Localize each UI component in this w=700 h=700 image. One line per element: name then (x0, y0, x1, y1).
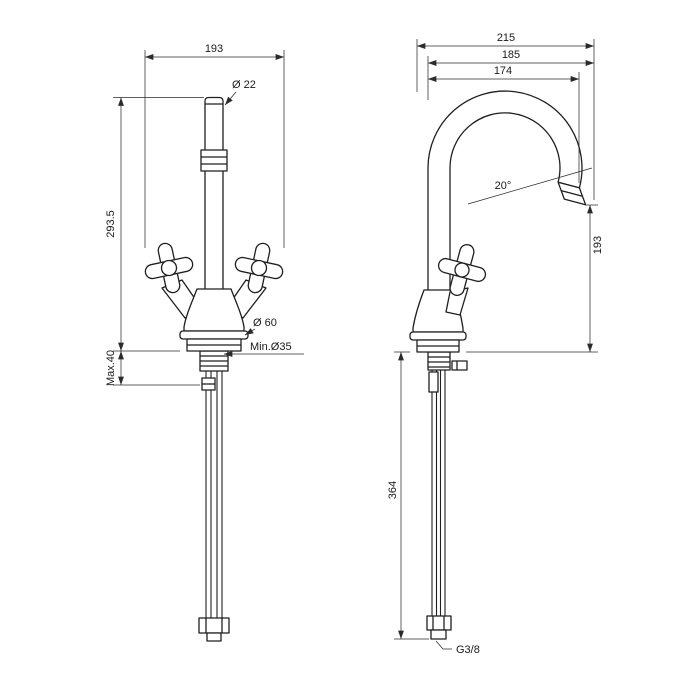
dim-spout-diameter-label: Ø 22 (232, 79, 256, 91)
connector-tip (430, 629, 447, 640)
dim-pipe-length-label: 364 (387, 481, 399, 499)
connector-nut (198, 617, 230, 634)
side-fitting (451, 360, 468, 371)
side-dimensions (394, 39, 598, 650)
angle-reference-line (467, 167, 593, 205)
dim-thread-label: G3/8 (456, 644, 480, 656)
base-flange-side (409, 331, 467, 341)
front-view (144, 96, 284, 642)
spout-curve-side (427, 90, 587, 290)
handle-left (144, 242, 194, 294)
spout-tube-front (200, 96, 228, 292)
spout-outer-arc (427, 90, 583, 189)
leader-line (224, 91, 237, 106)
dim-outlet-height-label: 193 (592, 236, 604, 254)
dim-side-depth-overall-label: 215 (497, 32, 515, 44)
dimension-labels: 193 Ø 22 293.5 Max.40 Ø 60 Min.Ø35 215 1… (105, 32, 604, 656)
supply-pipe-side (431, 370, 446, 616)
dim-spout-angle-label: 20° (495, 180, 512, 192)
mounting-hardware-front (199, 350, 229, 391)
front-dimensions (113, 50, 304, 386)
small-valve (428, 371, 439, 393)
tube-collar (200, 149, 228, 172)
handle-hub (160, 259, 178, 277)
aerator-ring (561, 189, 583, 197)
handle-side (437, 243, 487, 297)
tube-outline (204, 96, 224, 292)
mounting-hardware-side (427, 351, 468, 393)
side-view (409, 90, 587, 640)
dim-max-deck-label: Max.40 (105, 350, 117, 386)
dim-side-depth-mid-label: 185 (502, 49, 520, 61)
dim-front-height-label: 293.5 (105, 210, 117, 238)
dim-min-hole-label: Min.Ø35 (250, 341, 292, 353)
bottom-connector-front (198, 617, 230, 642)
connector-tip (206, 632, 222, 642)
spout-inner-arc (449, 112, 561, 183)
handle-hub (250, 259, 268, 277)
connector-nut (426, 615, 452, 631)
handle-right (234, 242, 284, 294)
handle-hub (454, 262, 470, 278)
bottom-connector-side (426, 615, 452, 640)
leader-line (435, 640, 452, 650)
leader-line (244, 328, 256, 336)
dim-side-depth-inner-label: 174 (494, 65, 512, 77)
base-flange-front (179, 330, 249, 340)
supply-pipes-front (205, 371, 223, 618)
dim-front-width-label: 193 (205, 43, 223, 55)
dim-base-diameter-label: Ø 60 (253, 317, 277, 329)
